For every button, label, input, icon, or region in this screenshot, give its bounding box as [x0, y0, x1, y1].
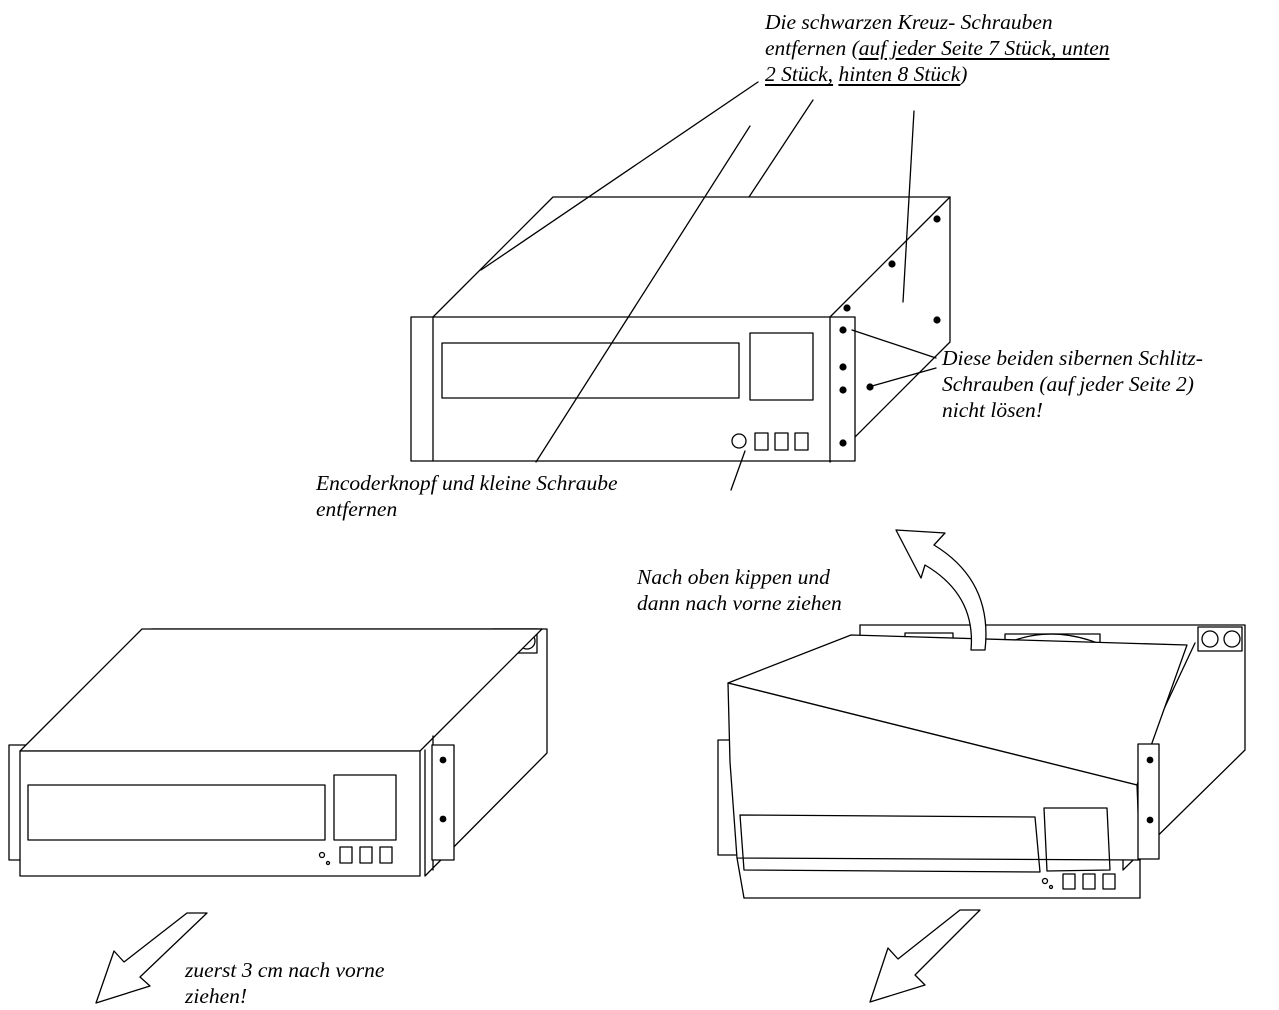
device-top-meter-window	[749, 332, 814, 401]
pull-forward-line2: ziehen!	[185, 984, 248, 1008]
device-top-view	[410, 196, 951, 463]
silver-screws-line3: nicht lösen!	[942, 398, 1043, 422]
silver-screws-label: Diese beiden sibernen Schlitz- Schrauben…	[942, 345, 1203, 423]
pull-forward-arrow-icon	[95, 912, 208, 1004]
tilt-up-arrow-icon	[895, 529, 987, 651]
pull-forward-line1: zuerst 3 cm nach vorne	[185, 958, 385, 982]
encoder-line1: Encoderknopf und kleine Schraube	[316, 471, 618, 495]
device-bottom-left-front-panel	[19, 750, 421, 877]
tilt-line2: dann nach vorne ziehen	[637, 591, 842, 615]
device-bottom-right	[717, 624, 1246, 899]
leader-lines-top	[480, 81, 937, 491]
silver-screws-line2: Schrauben (auf jeder Seite 2)	[942, 372, 1194, 396]
encoder-label: Encoderknopf und kleine Schraube entfern…	[316, 470, 618, 522]
pull-forward-label: zuerst 3 cm nach vorne ziehen!	[185, 957, 384, 1009]
device-bottom-left-display-window	[27, 784, 326, 841]
pull-forward-arrow-right-icon	[869, 909, 981, 1003]
remove-screws-line1: Die schwarzen Kreuz- Schrauben	[765, 10, 1053, 34]
remove-screws-line2: entfernen (auf jeder Seite 7 Stück, unte…	[765, 36, 1110, 60]
remove-screws-line3: 2 Stück, hinten 8 Stück)	[765, 62, 968, 86]
encoder-knob-icon	[731, 433, 747, 449]
tilt-label: Nach oben kippen und dann nach vorne zie…	[637, 564, 842, 616]
device-bottom-left	[8, 628, 548, 877]
tilt-line1: Nach oben kippen und	[637, 565, 830, 589]
silver-screws-line1: Diese beiden sibernen Schlitz-	[942, 346, 1203, 370]
device-top-display-window	[441, 342, 740, 399]
device-bottom-left-cover	[19, 628, 543, 752]
encoder-line2: entfernen	[316, 497, 398, 521]
device-top-front-panel	[410, 316, 856, 462]
remove-screws-label: Die schwarzen Kreuz- Schrauben entfernen…	[765, 9, 1110, 87]
